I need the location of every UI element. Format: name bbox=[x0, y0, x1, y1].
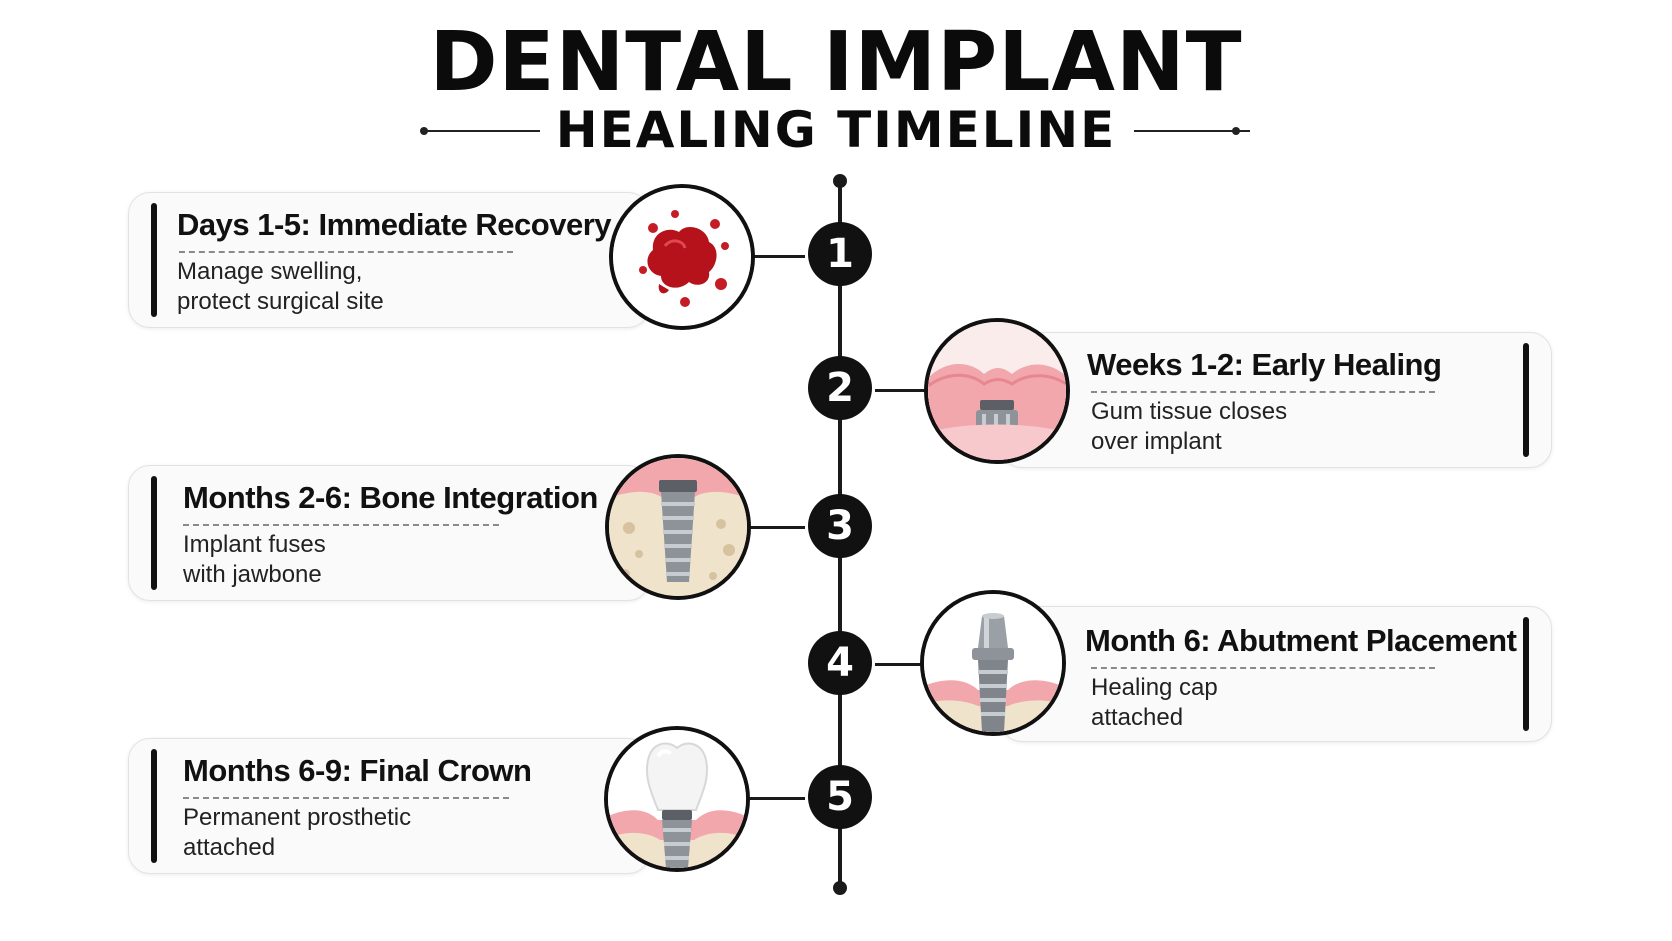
blood-drop-icon bbox=[613, 188, 751, 326]
subtitle-row: HEALING TIMELINE bbox=[0, 100, 1672, 160]
card-divider bbox=[1091, 667, 1435, 669]
stage-card-1: Days 1-5: Immediate Recovery Manage swel… bbox=[128, 192, 650, 328]
stage-number-3: 3 bbox=[808, 494, 872, 558]
stage-description-line: Implant fuses bbox=[183, 531, 326, 558]
divider-right bbox=[1134, 130, 1250, 132]
page-title: DENTAL IMPLANT bbox=[429, 15, 1243, 110]
stage-connector-3 bbox=[745, 526, 805, 529]
stage-title: Months 2-6: Bone Integration bbox=[183, 480, 598, 515]
stage-description-line: Permanent prosthetic bbox=[183, 804, 412, 831]
stage-description: Gum tissue closes over implant bbox=[1091, 397, 1411, 457]
stage-description-line: over implant bbox=[1091, 428, 1222, 455]
stage-description: Manage swelling, protect surgical site bbox=[177, 257, 497, 317]
stage-description: Permanent prosthetic attached bbox=[183, 803, 503, 863]
card-accent-bar bbox=[1523, 343, 1529, 457]
divider-dot-right bbox=[1232, 127, 1240, 135]
card-divider bbox=[1091, 391, 1435, 393]
stage-number-4: 4 bbox=[808, 631, 872, 695]
stage-number-5: 5 bbox=[808, 765, 872, 829]
stage-number-2: 2 bbox=[808, 356, 872, 420]
gum-healing-icon bbox=[928, 322, 1066, 460]
stage-connector-1 bbox=[745, 255, 805, 258]
stage-card-5: Months 6-9: Final Crown Permanent prosth… bbox=[128, 738, 650, 874]
stage-connector-4 bbox=[875, 663, 935, 666]
stage-description-line: Gum tissue closes bbox=[1091, 398, 1288, 425]
timeline-end-cap bbox=[833, 881, 847, 895]
stage-card-3: Months 2-6: Bone Integration Implant fus… bbox=[128, 465, 650, 601]
stage-title: Weeks 1-2: Early Healing bbox=[1087, 347, 1442, 382]
bone-implant-icon bbox=[609, 458, 747, 596]
stage-description-line: with jawbone bbox=[183, 561, 322, 588]
card-divider bbox=[179, 251, 513, 253]
stage-description-line: protect surgical site bbox=[177, 288, 384, 315]
divider-left bbox=[424, 130, 540, 132]
card-accent-bar bbox=[151, 203, 157, 317]
card-accent-bar bbox=[1523, 617, 1529, 731]
stage-description-line: attached bbox=[1091, 704, 1184, 731]
stage-description: Implant fuses with jawbone bbox=[183, 530, 503, 590]
stage-description-line: Healing cap bbox=[1091, 674, 1218, 701]
card-accent-bar bbox=[151, 476, 157, 590]
card-divider bbox=[183, 524, 499, 526]
stage-description: Healing cap attached bbox=[1091, 673, 1411, 733]
stage-title: Days 1-5: Immediate Recovery bbox=[177, 207, 612, 242]
stage-image-4 bbox=[920, 590, 1066, 736]
stage-image-2 bbox=[924, 318, 1070, 464]
stage-image-3 bbox=[605, 454, 751, 600]
card-divider bbox=[183, 797, 509, 799]
stage-description-line: attached bbox=[183, 834, 276, 861]
stage-description-line: Manage swelling, bbox=[177, 258, 363, 285]
stage-image-5 bbox=[604, 726, 750, 872]
stage-connector-2 bbox=[875, 389, 935, 392]
stage-title: Month 6: Abutment Placement bbox=[1085, 623, 1517, 658]
stage-number-1: 1 bbox=[808, 222, 872, 286]
timeline-start-cap bbox=[833, 174, 847, 188]
stage-title: Months 6-9: Final Crown bbox=[183, 753, 532, 788]
stage-image-1 bbox=[609, 184, 755, 330]
card-accent-bar bbox=[151, 749, 157, 863]
crown-tooth-icon bbox=[608, 730, 746, 868]
abutment-icon bbox=[924, 594, 1062, 732]
page-subtitle: HEALING TIMELINE bbox=[555, 101, 1117, 159]
stage-card-2: Weeks 1-2: Early Healing Gum tissue clos… bbox=[1000, 332, 1552, 468]
stage-connector-5 bbox=[745, 797, 805, 800]
stage-card-4: Month 6: Abutment Placement Healing cap … bbox=[1000, 606, 1552, 742]
